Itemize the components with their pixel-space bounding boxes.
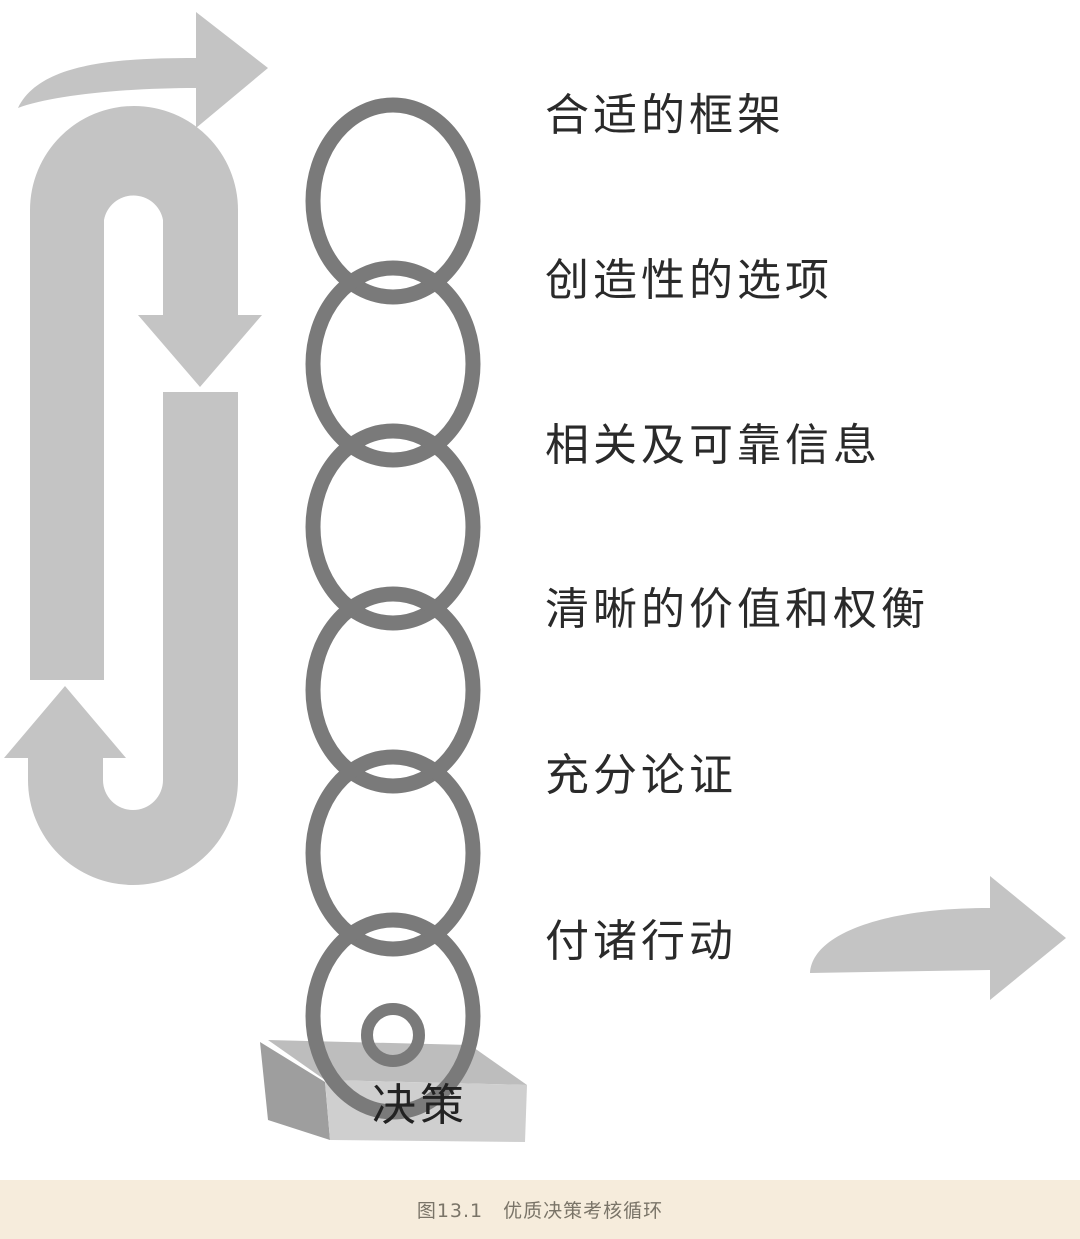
exit-arrow-icon bbox=[810, 876, 1066, 1000]
stage-label-commitment: 付诸行动 bbox=[545, 916, 737, 967]
chain-link-icon bbox=[305, 749, 481, 957]
chain-link-icon bbox=[305, 912, 481, 1120]
stage-label-reasoning: 充分论证 bbox=[545, 750, 737, 801]
decision-chain-diagram: 合适的框架 创造性的选项 相关及可靠信息 清晰的价值和权衡 充分论证 付诸行动 … bbox=[4, 12, 1066, 1142]
chain-link-icon bbox=[305, 586, 481, 794]
stage-label-framing: 合适的框架 bbox=[545, 90, 785, 141]
stage-label-values: 清晰的价值和权衡 bbox=[545, 584, 929, 635]
stage-label-alternatives: 创造性的选项 bbox=[545, 255, 833, 306]
serpentine-lower-arrow-icon bbox=[4, 392, 238, 885]
stage-label-information: 相关及可靠信息 bbox=[545, 420, 881, 471]
chain-link-icon bbox=[305, 97, 481, 305]
pedestal-label: 决策 bbox=[372, 1080, 468, 1131]
chain-link-icon bbox=[305, 423, 481, 631]
figure-caption-bar: 图13.1 优质决策考核循环 bbox=[0, 1180, 1080, 1239]
figure-caption: 图13.1 优质决策考核循环 bbox=[416, 1200, 664, 1222]
serpentine-flow-arrow-icon bbox=[30, 106, 262, 680]
chain-link-icon bbox=[305, 260, 481, 468]
chain-links bbox=[305, 97, 481, 1120]
pedestal-ring-icon bbox=[361, 1003, 425, 1067]
top-entry-arrow-icon bbox=[18, 12, 268, 128]
diagram-canvas bbox=[4, 12, 1066, 1142]
